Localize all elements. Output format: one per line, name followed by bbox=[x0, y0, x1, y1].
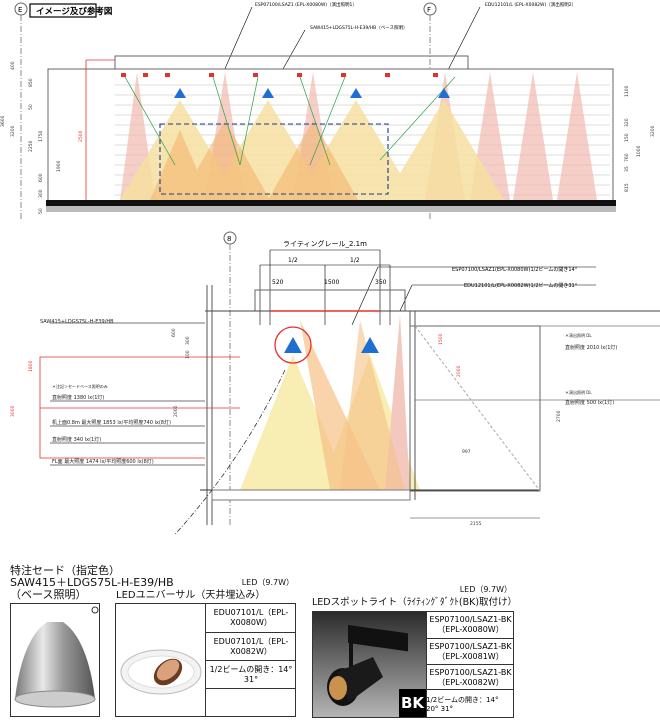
spot-spec-table: BK ESP07100/LSAZ1-BK（EPL-X0080W） ESP0710… bbox=[312, 611, 514, 718]
svg-text:1000: 1000 bbox=[636, 145, 642, 157]
universal-power: LED（9.7W） bbox=[241, 578, 294, 587]
universal-beam: 1/2ビームの開き：14° 31° bbox=[206, 660, 296, 689]
pendant-shade-icon bbox=[14, 606, 99, 708]
universal-title: LEDユニバーサル（天井埋込み） bbox=[116, 590, 266, 601]
svg-text:815: 815 bbox=[624, 183, 630, 192]
svg-text:300: 300 bbox=[38, 189, 44, 198]
universal-row: EDU07101/L（EPL-X0082W） bbox=[206, 632, 296, 661]
svg-text:1/2: 1/2 bbox=[350, 257, 360, 264]
svg-text:3200: 3200 bbox=[10, 125, 16, 137]
reading-dl-2010: 直射照度 2010 lx(1灯) bbox=[565, 344, 617, 351]
svg-text:1900: 1900 bbox=[56, 160, 62, 172]
svg-text:2500: 2500 bbox=[78, 130, 84, 142]
svg-text:600: 600 bbox=[38, 173, 44, 182]
svg-text:1800: 1800 bbox=[28, 360, 34, 372]
callout-dl: EDU12101/L (EPL-X0082W)（演出照明2） bbox=[485, 1, 576, 8]
reading-floor: FL面 最大照度 1474 lx/平均照度600 lx(8灯) bbox=[52, 458, 154, 465]
svg-text:2000: 2000 bbox=[173, 405, 179, 417]
callout-spot: ESP07100/LSAZ1 (EPL-X0080W)（演出照明1） bbox=[255, 1, 357, 8]
svg-text:2700: 2700 bbox=[556, 410, 562, 422]
svg-text:100: 100 bbox=[185, 350, 191, 359]
spot-row: ESP07100/LSAZ1-BK（EPL-X0082W） bbox=[427, 664, 514, 690]
svg-text:3600: 3600 bbox=[0, 115, 6, 127]
svg-text:400: 400 bbox=[10, 61, 16, 70]
downlight-icon bbox=[120, 649, 202, 695]
svg-text:1750: 1750 bbox=[38, 130, 44, 142]
shade-role: （ベース照明） bbox=[10, 588, 87, 601]
reading-direct-340: 直射照度 340 lx(1灯) bbox=[52, 436, 101, 443]
spot-row: ESP07100/LSAZ1-BK（EPL-X0081W） bbox=[427, 638, 514, 665]
svg-text:760: 760 bbox=[624, 153, 630, 162]
svg-text:8: 8 bbox=[227, 235, 231, 243]
shade-fixture-icons bbox=[174, 88, 450, 98]
reading-dl-500: 直射照度 500 lx(1灯) bbox=[565, 399, 614, 406]
shade-model: SAW415＋LDGS75L-H-E39/HB bbox=[10, 576, 174, 589]
reading-direct-1380: 直射照度 1380 lx(1灯) bbox=[52, 394, 104, 401]
svg-text:＊演出照明 DL: ＊演出照明 DL bbox=[565, 389, 592, 395]
svg-text:1500: 1500 bbox=[438, 333, 444, 345]
svg-text:2155: 2155 bbox=[470, 521, 482, 527]
shade-product-label: 特注セード（指定色） SAW415＋LDGS75L-H-E39/HB （ベース照… bbox=[10, 565, 174, 601]
reading-desk: 机上面0.8m 最大照度 1853 lx/平均照度740 lx(8灯) bbox=[52, 419, 171, 426]
svg-text:520: 520 bbox=[272, 279, 284, 286]
svg-text:3200: 3200 bbox=[650, 125, 656, 137]
shade-product-image bbox=[10, 603, 100, 717]
svg-text:＊演出照明 DL: ＊演出照明 DL bbox=[565, 332, 592, 338]
svg-text:850: 850 bbox=[28, 78, 34, 87]
svg-text:1/2: 1/2 bbox=[288, 257, 298, 264]
svg-text:2250: 2250 bbox=[28, 140, 34, 152]
elevation-drawing: イメージ及び参考図 E F ESP07100/LSAZ1 (EPL-X0080W… bbox=[0, 1, 656, 220]
svg-text:1100: 1100 bbox=[624, 85, 630, 97]
svg-text:300: 300 bbox=[185, 336, 191, 345]
note: ＊注記＞セードベース照明のみ bbox=[52, 383, 108, 389]
svg-text:35: 35 bbox=[624, 166, 630, 172]
grid-marker-e: E bbox=[14, 2, 28, 220]
elevation-right-dims: 1100 3200 320 150 760 35 1000 815 bbox=[624, 85, 656, 192]
spot-row: ESP07100/LSAZ1-BK（EPL-X0080W） bbox=[429, 615, 512, 634]
svg-text:350: 350 bbox=[375, 279, 387, 286]
spot-power: LED（9.7W） bbox=[459, 585, 512, 594]
svg-text:2000: 2000 bbox=[456, 365, 462, 377]
shade-title: 特注セード（指定色） bbox=[10, 564, 120, 577]
svg-text:997: 997 bbox=[462, 449, 471, 455]
svg-text:1500: 1500 bbox=[324, 279, 339, 286]
svg-text:320: 320 bbox=[624, 118, 630, 127]
title-box: イメージ及び参考図 bbox=[29, 3, 112, 18]
spot-beam: 1/2ビームの開き：14° 20° 31° bbox=[426, 689, 513, 718]
svg-text:F: F bbox=[427, 6, 431, 14]
dl-callout: EDU12101/L(EPL-X0082W)1/2ビームの開き31° bbox=[464, 282, 578, 289]
shade-callout: SAW415+LDGS75L-H-E39/HB bbox=[40, 319, 114, 325]
svg-text:50: 50 bbox=[38, 208, 44, 214]
svg-text:50: 50 bbox=[28, 104, 34, 110]
spot-title: LEDスポットライト（ﾗｲﾃｨﾝｸﾞﾀﾞｸﾄ(BK)取付け） bbox=[312, 597, 518, 608]
universal-row-empty bbox=[206, 688, 296, 717]
svg-text:E: E bbox=[18, 6, 22, 14]
svg-text:3000: 3000 bbox=[10, 405, 16, 417]
svg-text:150: 150 bbox=[624, 133, 630, 142]
elevation-left-dims: 3600 3200 400 850 50 2250 1750 600 300 5… bbox=[0, 61, 84, 214]
svg-text:600: 600 bbox=[171, 328, 177, 337]
callout-shade: SAW415+LDGS75L-H-E39/HB（ベース照明） bbox=[310, 25, 408, 31]
rail-label: ライティングレール_2.1m bbox=[283, 239, 367, 248]
drawing-title: イメージ及び参考図 bbox=[36, 6, 112, 17]
universal-row: EDU07101/L（EPL-X0080W） bbox=[213, 608, 289, 627]
bk-badge: BK bbox=[399, 689, 426, 717]
spot-callout: ESP07100/LSAZ1(EPL-X0080W)1/2ビームの開き14° bbox=[452, 266, 578, 273]
grid-marker-8: 8 bbox=[223, 231, 237, 525]
universal-spec-table: EDU07101/L（EPL-X0080W） EDU07101/L（EPL-X0… bbox=[115, 603, 296, 717]
section-drawing: 8 ライティングレール_2.1m 1/2 1/2 520 1500 350 ES… bbox=[10, 231, 660, 535]
